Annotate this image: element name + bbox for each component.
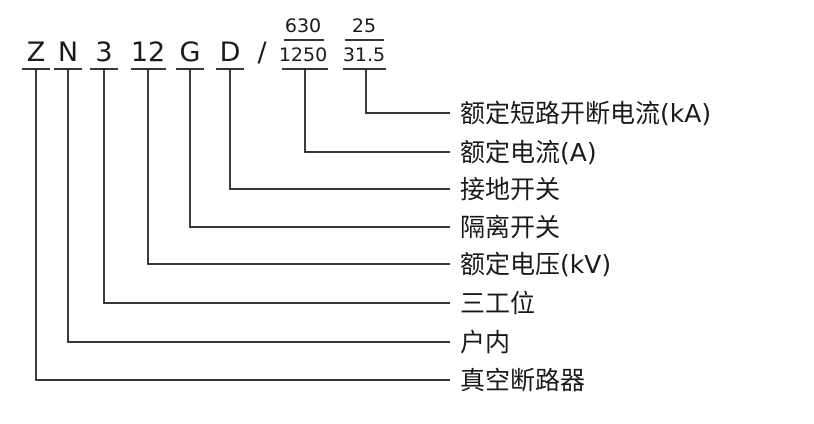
label-rated-voltage: 额定电压(kV) [460, 250, 611, 279]
code-slash: / [257, 37, 267, 68]
leader-breaking-current [365, 69, 450, 114]
code-char-g: G [180, 37, 201, 68]
code-char-3: 3 [95, 37, 112, 68]
code-char-z: Z [27, 37, 46, 68]
label-isolating-switch: 隔离开关 [460, 213, 560, 242]
current-option-bottom: 1250 [279, 44, 327, 66]
leader-earthing-switch [229, 69, 450, 190]
leader-vacuum-breaker [35, 69, 450, 381]
leader-three-position [103, 69, 450, 304]
breaking-option-top: 25 [352, 15, 376, 37]
label-rated-short-circuit-breaking-current: 额定短路开断电流(kA) [460, 99, 711, 128]
label-rated-current: 额定电流(A) [460, 138, 597, 167]
leader-lines [35, 69, 450, 381]
leader-rated-current [304, 69, 450, 153]
leader-isolating-switch [189, 69, 450, 228]
code-char-d: D [220, 37, 241, 68]
current-option-top: 630 [285, 15, 321, 37]
label-vacuum-circuit-breaker: 真空断路器 [460, 366, 585, 395]
leader-rated-voltage [147, 69, 450, 265]
leader-indoor [67, 69, 450, 343]
label-three-position: 三工位 [460, 289, 535, 318]
labels: 额定短路开断电流(kA) 额定电流(A) 接地开关 隔离开关 额定电压(kV) … [460, 99, 711, 395]
code-char-n: N [58, 37, 78, 68]
breaking-option-bottom: 31.5 [343, 44, 385, 66]
label-indoor: 户内 [460, 328, 510, 357]
model-code: Z N 3 12 G D / 630 1250 25 31.5 [27, 15, 385, 68]
label-earthing-switch: 接地开关 [460, 175, 560, 204]
code-char-12: 12 [131, 37, 165, 68]
